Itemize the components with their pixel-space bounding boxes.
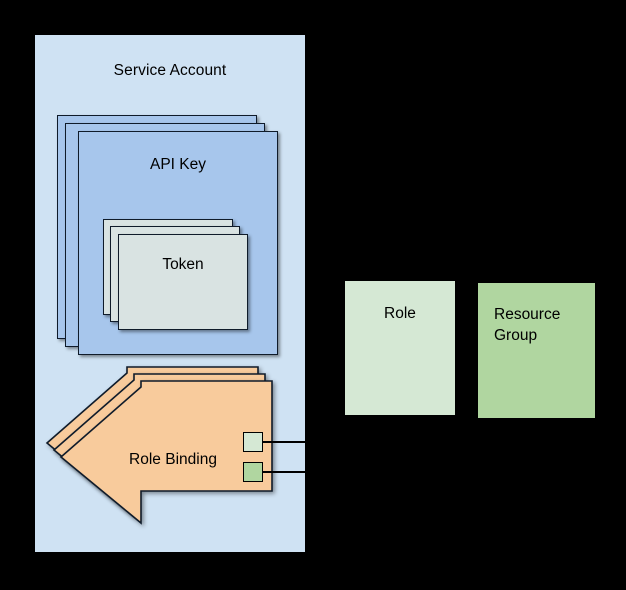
resource-group-label-line-2: Group <box>494 327 538 344</box>
resource-group-box[interactable]: Resource Group <box>478 283 595 418</box>
resource-group-box-label: Resource Group <box>478 304 595 346</box>
role-binding-label: Role Binding <box>129 451 217 468</box>
connector-role-binding-to-resource-group <box>261 471 306 474</box>
role-box-label: Role <box>384 305 416 322</box>
token-label: Token <box>162 256 204 273</box>
connector-role-binding-to-role <box>261 441 306 444</box>
token-card[interactable]: Token <box>118 234 248 330</box>
role-box[interactable]: Role <box>345 281 455 415</box>
role-binding-swatch-role[interactable] <box>243 432 263 452</box>
role-binding-swatch-resource-group[interactable] <box>243 462 263 482</box>
resource-group-label-line-1: Resource <box>494 306 561 323</box>
service-account-label: Service Account <box>113 62 227 79</box>
api-key-label: API Key <box>150 156 206 173</box>
role-binding-arrow[interactable] <box>59 380 286 541</box>
